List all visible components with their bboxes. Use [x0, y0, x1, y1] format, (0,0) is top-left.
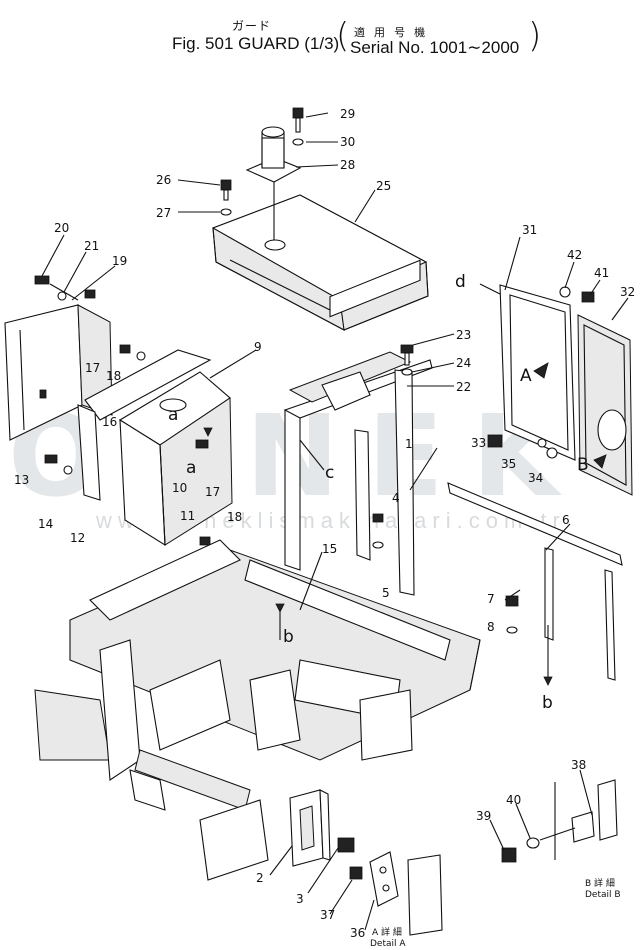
- part-label-17b: 17: [205, 485, 220, 499]
- part-label-39: 39: [476, 809, 491, 823]
- part-label-5: 5: [382, 586, 390, 600]
- part-label-27: 27: [156, 206, 171, 220]
- japanese-serial-label: 適 用 号 機: [354, 27, 429, 39]
- left-paren: (: [336, 16, 350, 56]
- part-label-30: 30: [340, 135, 355, 149]
- part-label-40: 40: [506, 793, 521, 807]
- part-label-25: 25: [376, 179, 391, 193]
- serial-range: Serial No. 1001∼2000: [350, 38, 520, 57]
- part-label-18b: 18: [227, 510, 242, 524]
- detail-b-jp: B 詳 細: [585, 877, 615, 889]
- view-letter-b2: b: [542, 693, 553, 713]
- detail-a: [349, 851, 443, 936]
- part-label-7: 7: [487, 592, 495, 606]
- view-arrows: [203, 362, 607, 686]
- view-letter-d: d: [455, 272, 466, 292]
- guard-box: [44, 344, 233, 553]
- part-label-15: 15: [322, 542, 337, 556]
- top-cover: [211, 194, 429, 331]
- part-label-4: 4: [392, 491, 400, 505]
- part-label-32: 32: [620, 285, 635, 299]
- view-letter-A: A: [520, 366, 532, 386]
- side-bracket: [447, 482, 623, 681]
- part-label-31: 31: [522, 223, 537, 237]
- view-letter-c: c: [325, 463, 334, 483]
- part-label-14: 14: [38, 517, 53, 531]
- cap-bolts: [220, 107, 304, 216]
- part-label-3: 3: [296, 892, 304, 906]
- part-label-20: 20: [54, 221, 69, 235]
- detail-a-jp: A 詳 細: [372, 926, 402, 938]
- part-label-22: 22: [456, 380, 471, 394]
- part-label-13: 13: [14, 473, 29, 487]
- part-label-28: 28: [340, 158, 355, 172]
- part-label-9: 9: [254, 340, 262, 354]
- part-label-35: 35: [501, 457, 516, 471]
- filler-cap: [245, 126, 302, 240]
- detail-b-label: Detail B: [585, 890, 621, 900]
- part-label-16: 16: [102, 415, 117, 429]
- view-letter-a1: a: [168, 405, 178, 425]
- leader-lines: [41, 112, 629, 931]
- part-label-26: 26: [156, 173, 171, 187]
- part-label-1: 1: [405, 437, 413, 451]
- part-label-33: 33: [471, 436, 486, 450]
- view-letter-B: B: [577, 455, 589, 475]
- detail-a-label: Detail A: [370, 939, 406, 949]
- revolving-frame: [34, 539, 481, 881]
- part-label-34: 34: [528, 471, 543, 485]
- part-label-42: 42: [567, 248, 582, 262]
- part-label-2: 2: [256, 871, 264, 885]
- handle-detail: [289, 789, 355, 867]
- part-label-11: 11: [180, 509, 195, 523]
- part-label-18a: 18: [106, 369, 121, 383]
- part-label-36: 36: [350, 926, 365, 940]
- part-label-19: 19: [112, 254, 127, 268]
- detail-b: [501, 779, 618, 863]
- part-label-23: 23: [456, 328, 471, 342]
- support-frame: [283, 344, 433, 596]
- figure-title: Fig. 501 GUARD (1/3): [172, 34, 340, 53]
- part-label-37: 37: [320, 908, 335, 922]
- part-label-17a: 17: [85, 361, 100, 375]
- part-label-6: 6: [562, 513, 570, 527]
- view-letter-b1: b: [283, 627, 294, 647]
- part-label-12: 12: [70, 531, 85, 545]
- part-label-8: 8: [487, 620, 495, 634]
- left-side-panel: [4, 275, 113, 441]
- part-label-21: 21: [84, 239, 99, 253]
- part-label-29: 29: [340, 107, 355, 121]
- right-paren: ): [528, 16, 542, 56]
- japanese-title: ガード: [232, 19, 272, 33]
- part-label-24: 24: [456, 356, 471, 370]
- view-letter-a2: a: [186, 458, 196, 478]
- part-labels: 1 2 3 4 5 6 7 8 9 10 11 12 13 14 15 16 1…: [14, 107, 635, 949]
- part-label-41: 41: [594, 266, 609, 280]
- part-label-38: 38: [571, 758, 586, 772]
- part-label-10: 10: [172, 481, 187, 495]
